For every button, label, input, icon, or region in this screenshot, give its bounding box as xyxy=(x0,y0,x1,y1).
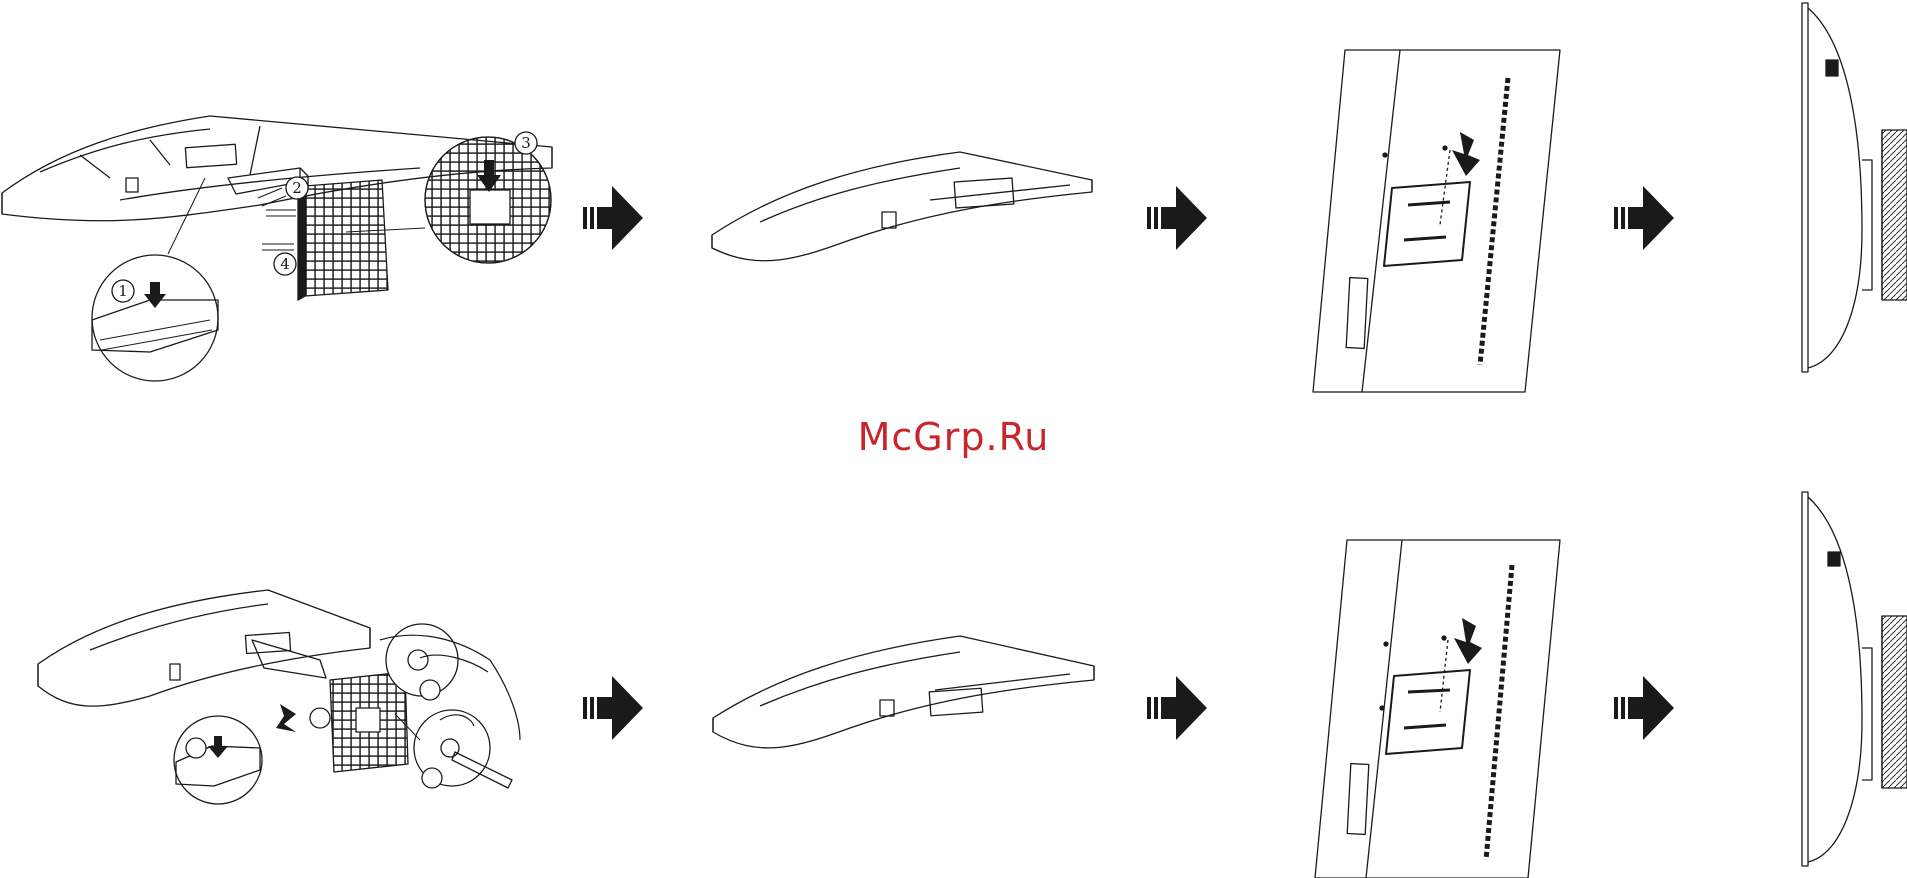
step-remove-base-screw-bottom xyxy=(38,590,520,804)
step-attach-wall-bracket-top xyxy=(1313,50,1560,392)
step-arrow-icon xyxy=(1147,186,1207,250)
step-mounted-side-view-bottom xyxy=(1802,492,1907,866)
step-arrow-icon xyxy=(1614,676,1674,740)
callout-1: 1 xyxy=(118,282,128,300)
step-arrow-icon xyxy=(583,186,643,250)
step-arrow-icon xyxy=(583,676,643,740)
callout-4: 4 xyxy=(280,255,290,273)
callout-3: 3 xyxy=(521,134,531,152)
callout-2: 2 xyxy=(292,179,302,197)
step-arrow-icon xyxy=(1147,676,1207,740)
watermark-text: McGrp.Ru xyxy=(0,415,1907,459)
step-detach-stand-top: 1 2 3 4 xyxy=(2,116,552,381)
step-monitor-face-down-bottom xyxy=(713,636,1094,748)
step-arrow-icon xyxy=(1614,186,1674,250)
step-monitor-face-down-top xyxy=(712,152,1092,261)
step-attach-wall-bracket-bottom xyxy=(1315,540,1560,878)
step-mounted-side-view-top xyxy=(1802,3,1907,372)
